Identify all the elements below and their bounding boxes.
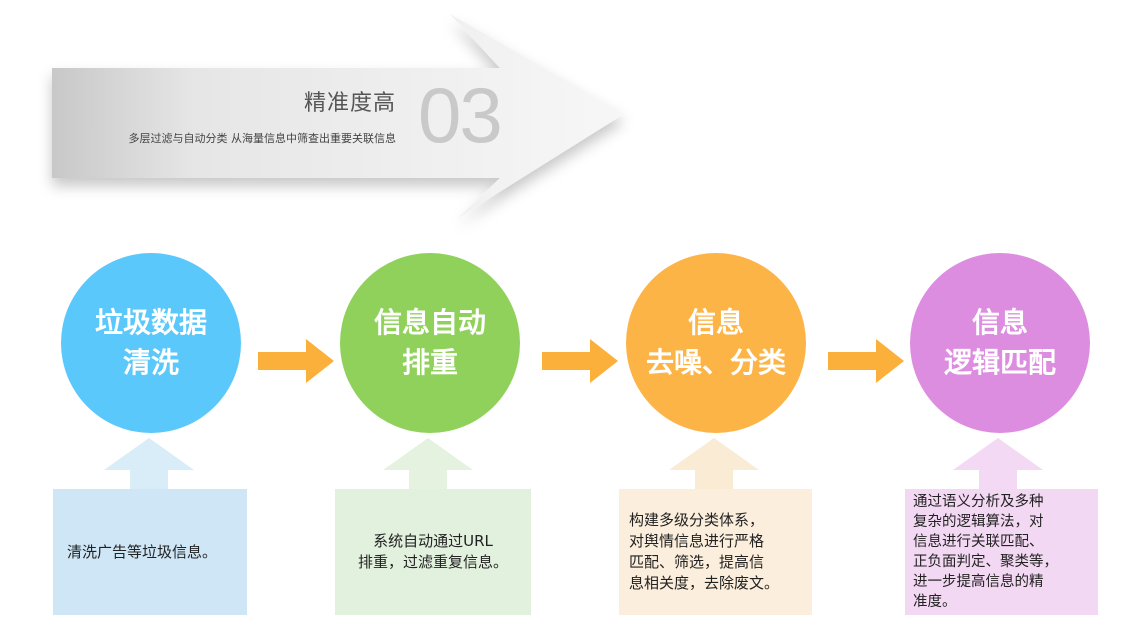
step-4-desc-arrow bbox=[953, 438, 1043, 490]
step-4-description: 通过语义分析及多种 复杂的逻辑算法，对 信息进行关联匹配、 正负面判定、聚类等，… bbox=[905, 489, 1098, 615]
flow-arrow-2 bbox=[542, 339, 618, 383]
step-3-title-line2: 去噪、分类 bbox=[645, 346, 786, 379]
flow-arrow-3 bbox=[828, 339, 904, 383]
step-circle-denoise-classify: 信息 去噪、分类 bbox=[626, 253, 806, 433]
step-4-desc-line-2: 复杂的逻辑算法，对 bbox=[913, 514, 1044, 530]
step-2-desc-line-1: 系统自动通过URL bbox=[373, 532, 493, 550]
step-4-title-line1: 信息 bbox=[971, 306, 1028, 339]
banner-arrow-shape bbox=[52, 14, 624, 218]
step-1-title-line2: 清洗 bbox=[122, 346, 179, 379]
flow-arrow-1 bbox=[258, 339, 334, 383]
step-3-desc-arrow bbox=[669, 438, 759, 490]
step-1-title-line1: 垃圾数据 bbox=[94, 306, 207, 339]
step-4-title-line2: 逻辑匹配 bbox=[943, 346, 1056, 379]
step-3-desc-line-3: 匹配、筛选，提高信 bbox=[629, 553, 765, 571]
step-4-desc-line-4: 正负面判定、聚类等， bbox=[913, 554, 1058, 570]
step-3-desc-line-4: 息相关度，去除废文。 bbox=[629, 574, 780, 592]
step-4-desc-line-1: 通过语义分析及多种 bbox=[913, 494, 1044, 510]
banner-number: 03 bbox=[418, 71, 503, 159]
step-3-title-line1: 信息 bbox=[687, 306, 744, 339]
step-circle-data-cleaning: 垃圾数据 清洗 bbox=[61, 253, 241, 433]
step-3-desc-line-1: 构建多级分类体系， bbox=[629, 511, 765, 529]
step-4-desc-line-5: 进一步提高信息的精 bbox=[913, 574, 1044, 590]
step-1-desc-arrow bbox=[104, 438, 194, 490]
banner-subtitle: 多层过滤与自动分类 从海量信息中筛查出重要关联信息 bbox=[128, 132, 397, 145]
banner-title: 精准度高 bbox=[303, 91, 396, 116]
step-1-desc-line-1: 清洗广告等垃圾信息。 bbox=[67, 542, 218, 561]
step-circle-logic-matching: 信息 逻辑匹配 bbox=[910, 253, 1090, 433]
step-circle-dedup: 信息自动 排重 bbox=[340, 253, 520, 433]
step-2-title-line2: 排重 bbox=[401, 346, 458, 379]
step-2-title-line1: 信息自动 bbox=[373, 306, 486, 339]
step-2-desc-line-2: 排重，过滤重复信息。 bbox=[357, 553, 508, 571]
step-1-description: 清洗广告等垃圾信息。 bbox=[53, 489, 247, 615]
step-2-description: 系统自动通过URL 排重，过滤重复信息。 bbox=[335, 489, 531, 615]
step-4-desc-line-3: 信息进行关联匹配、 bbox=[913, 534, 1044, 550]
step-3-description: 构建多级分类体系， 对舆情信息进行严格 匹配、筛选，提高信 息相关度，去除废文。 bbox=[619, 489, 812, 615]
step-3-desc-line-2: 对舆情信息进行严格 bbox=[629, 532, 765, 550]
step-2-desc-arrow bbox=[383, 438, 473, 490]
step-4-desc-line-6: 准度。 bbox=[913, 594, 957, 610]
